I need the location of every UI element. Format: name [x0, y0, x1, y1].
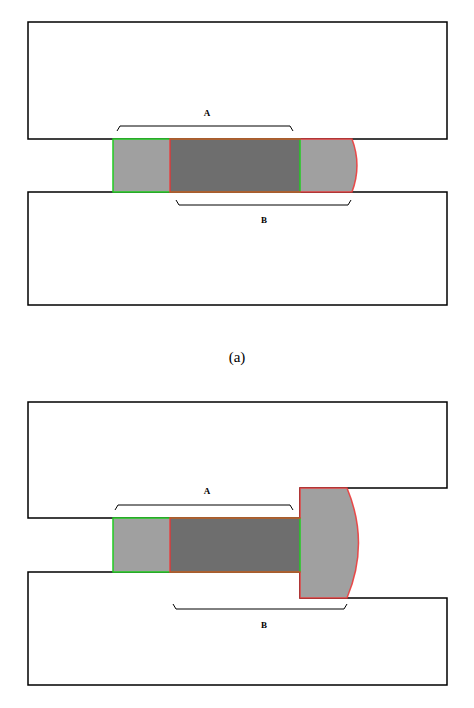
workpiece-overlap	[170, 139, 300, 192]
lower-die	[28, 572, 447, 685]
deformed-outline	[170, 139, 357, 192]
bracket	[176, 200, 351, 205]
lower-die	[28, 192, 447, 305]
bracket	[173, 604, 347, 609]
dimension-label: B	[261, 621, 267, 630]
workpiece-right	[300, 139, 357, 192]
bracket	[117, 126, 293, 131]
workpiece-left	[113, 139, 170, 192]
dimension-label: A	[204, 109, 211, 118]
dimension-label: B	[261, 216, 267, 225]
workpiece-overlap	[170, 518, 300, 572]
subfigure-caption: (a)	[229, 350, 246, 365]
workpiece-left	[113, 518, 170, 572]
dimension-label: A	[204, 487, 211, 496]
original-outline	[113, 139, 300, 192]
upper-die	[28, 22, 447, 139]
workpiece-head	[300, 488, 359, 598]
original-outline	[113, 518, 300, 572]
upper-die	[28, 402, 447, 518]
bracket	[115, 505, 293, 510]
